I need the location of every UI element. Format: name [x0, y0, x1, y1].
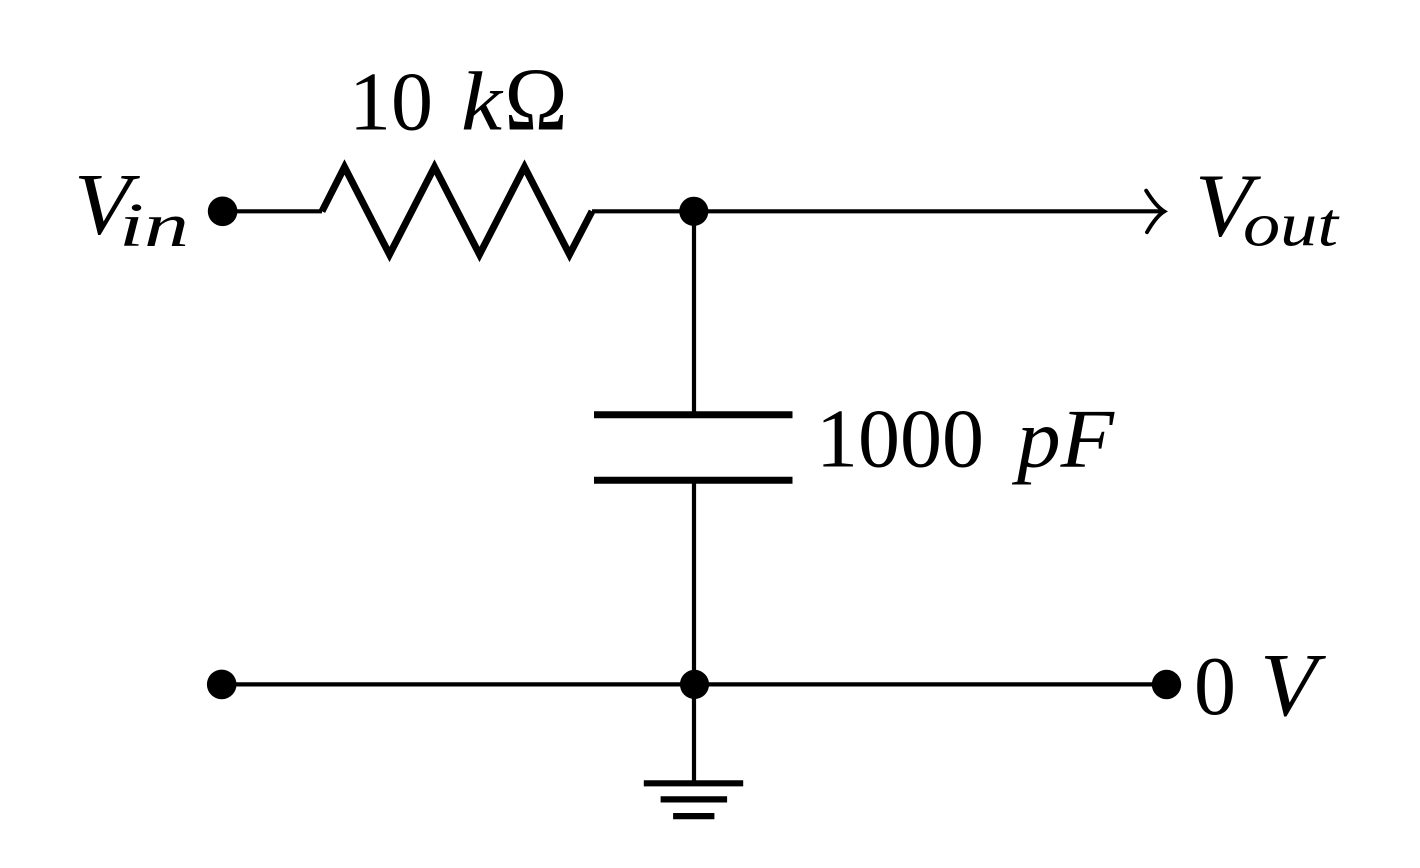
svg-text:in: in: [119, 192, 189, 260]
svg-text:out: out: [1243, 192, 1340, 260]
svg-text:V: V: [74, 157, 141, 254]
svg-text:0: 0: [1194, 640, 1236, 733]
svg-text:pF: pF: [1012, 393, 1116, 486]
svg-text:10: 10: [349, 56, 433, 149]
svg-text:k: k: [461, 56, 504, 149]
svg-text:1000: 1000: [816, 393, 984, 486]
svg-text:V: V: [1195, 156, 1261, 255]
svg-text:V: V: [1260, 636, 1326, 735]
svg-text:Ω: Ω: [505, 51, 568, 150]
